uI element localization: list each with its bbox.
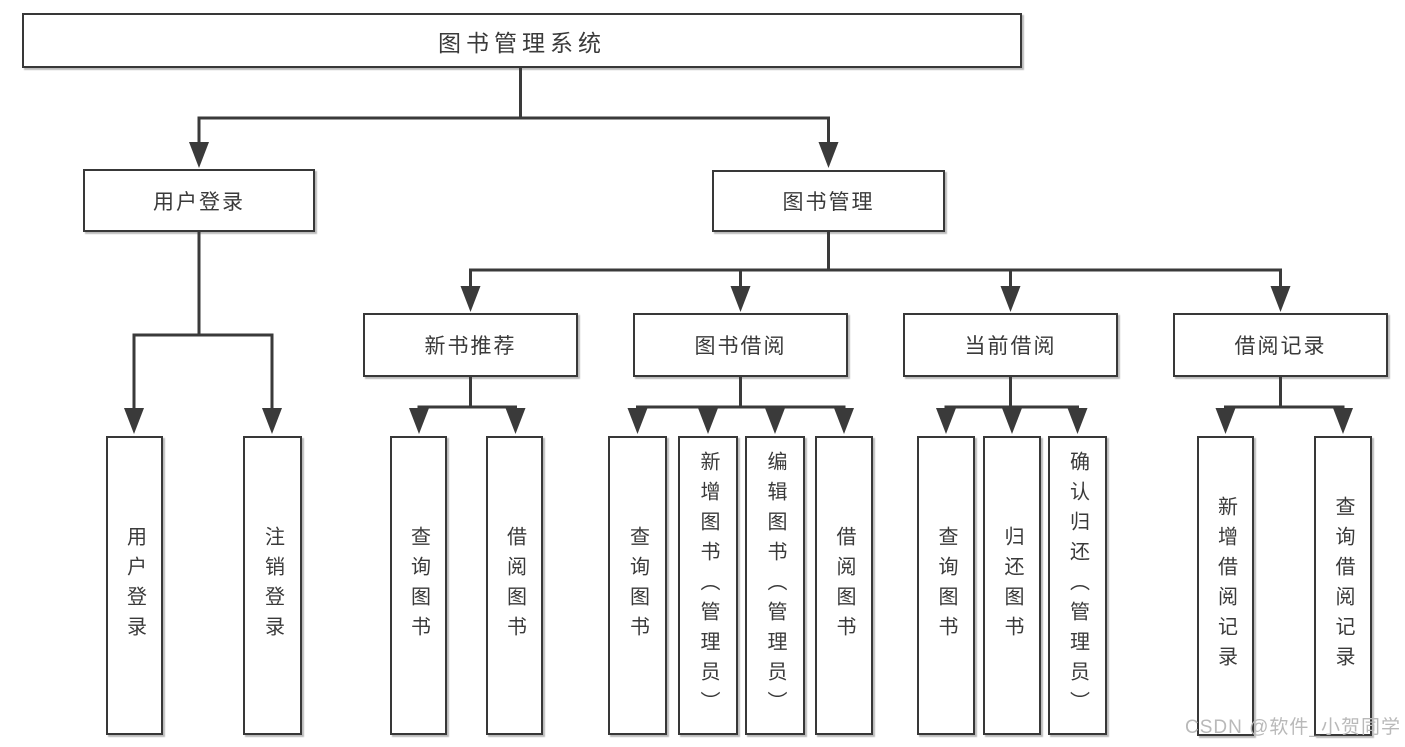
leaf-label: 新增借阅记录 — [1214, 496, 1237, 676]
node-label: 借阅记录 — [1234, 335, 1327, 358]
leaf-logout: 注销登录 — [243, 436, 302, 735]
leaf-add-book-admin: 新增图书（管理员） — [678, 436, 738, 735]
leaf-query-books-recommend: 查询图书 — [390, 436, 447, 735]
leaf-label: 查询借阅记录 — [1332, 496, 1354, 676]
leaf-add-borrow-record: 新增借阅记录 — [1197, 436, 1254, 736]
node-library-management-system: 图书管理系统 — [22, 13, 1022, 68]
connector-login-to-leaves — [124, 231, 282, 434]
connector-management-to-level3 — [460, 231, 1291, 312]
connector-root-to-level2 — [189, 66, 839, 168]
node-label: 图书借阅 — [694, 335, 787, 358]
node-label: 新书推荐 — [424, 335, 517, 358]
connector-recommend-to-leaves — [409, 376, 526, 434]
leaf-label: 查询图书 — [935, 525, 957, 646]
leaf-label: 借阅图书 — [833, 525, 855, 646]
node-current-borrowing: 当前借阅 — [903, 313, 1118, 377]
leaf-label: 查询图书 — [407, 525, 430, 646]
leaf-label: 查询图书 — [626, 525, 649, 646]
leaf-user-login: 用户登录 — [106, 436, 163, 735]
node-label: 图书管理系统 — [438, 29, 606, 56]
node-label: 用户登录 — [153, 190, 245, 214]
node-book-management: 图书管理 — [712, 170, 945, 232]
leaf-borrow-books-recommend: 借阅图书 — [486, 436, 543, 735]
leaf-label: 借阅图书 — [503, 525, 526, 646]
csdn-watermark: CSDN @软件_小贺同学 — [1185, 717, 1401, 738]
node-borrowing-records: 借阅记录 — [1173, 313, 1388, 377]
leaf-confirm-return-admin: 确认归还（管理员） — [1048, 436, 1107, 735]
leaf-label: 归还图书 — [1001, 525, 1023, 646]
leaf-label: 编辑图书（管理员） — [764, 450, 786, 721]
connector-records-to-leaves — [1215, 376, 1353, 434]
leaf-label: 新增图书（管理员） — [697, 450, 719, 721]
leaf-query-books-current: 查询图书 — [917, 436, 975, 735]
node-label: 当前借阅 — [964, 335, 1057, 358]
node-new-book-recommendation: 新书推荐 — [363, 313, 578, 377]
connector-current-to-leaves — [936, 376, 1088, 434]
connector-borrow-to-leaves — [627, 376, 854, 434]
node-book-borrowing: 图书借阅 — [633, 313, 848, 377]
leaf-label: 确认归还（管理员） — [1066, 450, 1089, 721]
node-label: 图书管理 — [782, 191, 875, 214]
leaf-return-books: 归还图书 — [983, 436, 1041, 735]
leaf-query-books-borrow: 查询图书 — [608, 436, 667, 735]
leaf-borrow-books: 借阅图书 — [815, 436, 873, 735]
leaf-edit-book-admin: 编辑图书（管理员） — [745, 436, 805, 735]
leaf-label: 注销登录 — [261, 525, 284, 646]
node-user-login: 用户登录 — [83, 169, 315, 232]
leaf-query-borrow-record: 查询借阅记录 — [1314, 436, 1372, 736]
leaf-label: 用户登录 — [123, 525, 146, 646]
